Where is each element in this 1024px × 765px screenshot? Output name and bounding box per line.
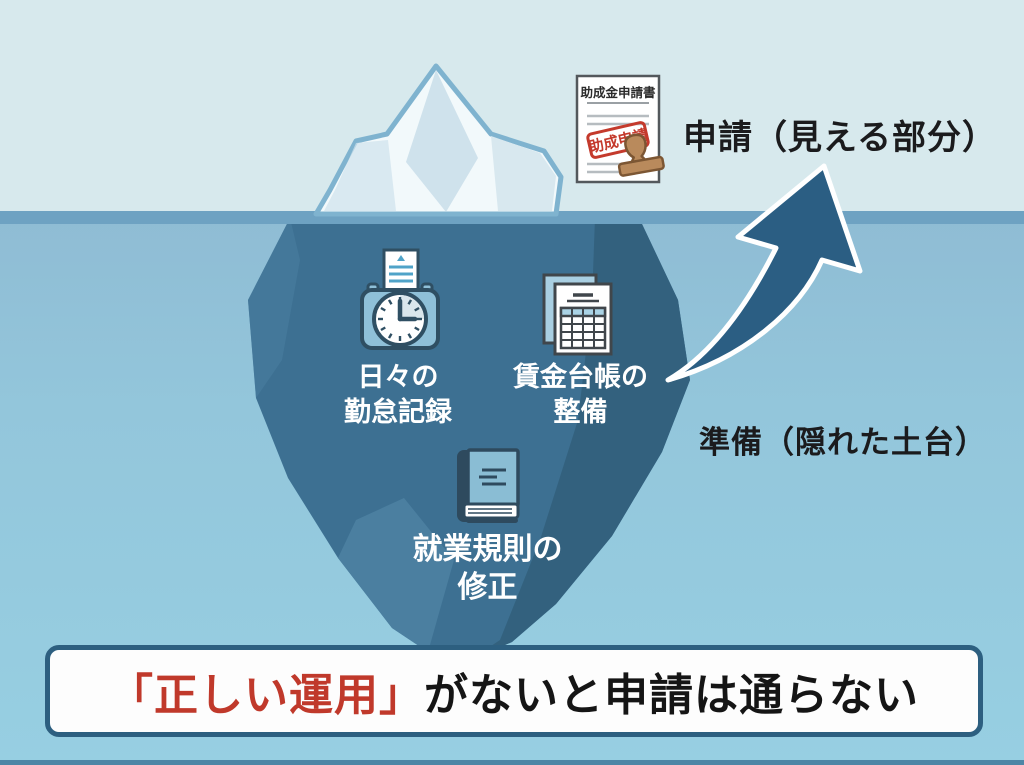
wage-ledger-icon: [542, 273, 613, 356]
banner-rest-text: がないと申請は通らない: [424, 671, 919, 720]
banner-highlight-text: 「正しい運用」: [109, 671, 424, 720]
daily-attendance-label: 日々の 勤怠記録: [344, 362, 452, 427]
application-document-icon: 助成金申請書 助成申請: [575, 74, 665, 184]
work-rules-label: 就業規則の 修正: [412, 533, 563, 605]
clock-ticks: [378, 297, 422, 341]
arrow-up-icon: [665, 163, 863, 383]
document-title: 助成金申請書: [580, 85, 656, 100]
wage-ledger-label: 賃金台帳の 整備: [513, 362, 648, 427]
time-clock-icon: [360, 248, 440, 350]
visible-part-label: 申請（見える部分）: [683, 119, 997, 157]
bottom-edge-strip: [0, 760, 1024, 765]
ledger-table: [559, 306, 607, 350]
bottom-message-banner: 「正しい運用」 がないと申請は通らない: [45, 645, 983, 737]
iceberg-tip: [313, 63, 564, 217]
rulebook-icon: [457, 448, 520, 523]
clock-hands: [397, 298, 418, 322]
hanko-stamp-icon: [617, 133, 665, 177]
hidden-foundation-label: 準備（隠れた土台）: [699, 425, 987, 460]
